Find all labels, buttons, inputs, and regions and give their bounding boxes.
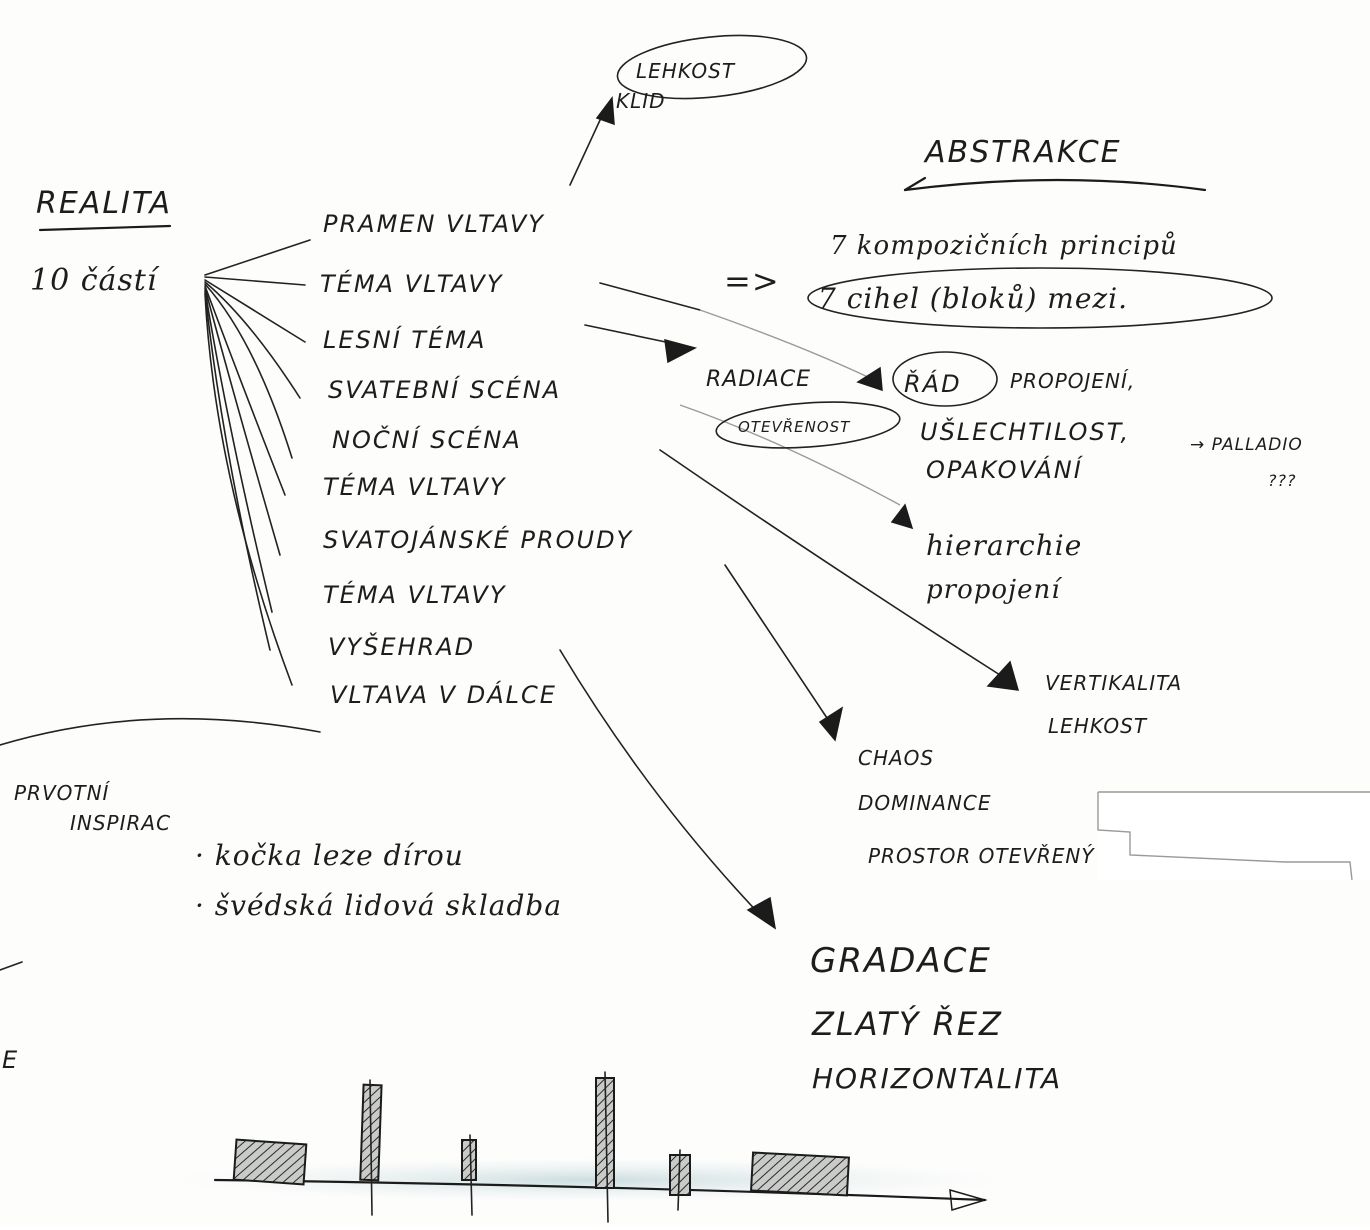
inspirace-item-2: · švédská lidová skladba bbox=[195, 889, 562, 922]
vertikalita-line-1: VERTIKALITA bbox=[1045, 671, 1182, 695]
gradace-arrowhead bbox=[746, 896, 777, 930]
bottom-sketch bbox=[170, 1071, 1010, 1223]
chaos-line-1: CHAOS bbox=[858, 746, 934, 770]
part-1: PRAMEN VLTAVY bbox=[323, 210, 545, 238]
otevrenost-label: OTEVŘENOST bbox=[738, 417, 851, 436]
abstrakce-title: ABSTRAKCE bbox=[923, 135, 1122, 170]
bubble-line-1: LEHKOST bbox=[636, 59, 736, 83]
abstrakce-line-1: 7 kompozičních principů bbox=[830, 231, 1178, 261]
palladio-question: ??? bbox=[1268, 471, 1296, 490]
inspirace-title-2: INSPIRAC bbox=[70, 811, 171, 835]
radiace-label: RADIACE bbox=[706, 367, 811, 392]
hierarchie-arrowhead bbox=[890, 503, 914, 530]
inspirace-title-1: PRVOTNÍ bbox=[14, 781, 111, 805]
radiace-group: RADIACE OTEVŘENOST bbox=[706, 367, 901, 449]
part-8: TÉMA VLTAVY bbox=[323, 580, 507, 609]
part-2: TÉMA VLTAVY bbox=[320, 269, 504, 298]
rad-arrowhead bbox=[856, 366, 883, 392]
part-7: SVATOJÁNSKÉ PROUDY bbox=[323, 525, 634, 554]
realita-title: REALITA bbox=[36, 186, 172, 221]
bubble-arrowhead bbox=[595, 95, 615, 126]
part-4: SVATEBNÍ SCÉNA bbox=[328, 375, 561, 404]
gradace-line-3: HORIZONTALITA bbox=[812, 1062, 1062, 1095]
palladio-label: → PALLADIO bbox=[1190, 435, 1303, 455]
inspirace-group: PRVOTNÍ INSPIRAC · kočka leze dírou · šv… bbox=[14, 781, 562, 922]
vertikalita-arrowhead bbox=[986, 660, 1020, 691]
hierarchie-line-2: propojení bbox=[926, 575, 1063, 605]
chaos-line-3: PROSTOR OTEVŘENÝ bbox=[868, 844, 1095, 868]
abstrakce-line-2: 7 cihel (bloků) mezi. bbox=[818, 282, 1128, 315]
vertikalita-line-2: LEHKOST bbox=[1048, 714, 1148, 738]
gradace-group: GRADACE ZLATÝ ŘEZ HORIZONTALITA bbox=[810, 941, 1062, 1095]
block-3 bbox=[461, 1139, 477, 1181]
part-10: VLTAVA V DÁLCE bbox=[330, 680, 557, 709]
part-3: LESNÍ TÉMA bbox=[323, 325, 486, 354]
lehkost-bubble: LEHKOST KLID bbox=[569, 34, 808, 186]
part-6: TÉMA VLTAVY bbox=[323, 472, 507, 501]
cihel-ellipse bbox=[807, 267, 1273, 329]
left-stub bbox=[0, 961, 23, 971]
chaos-arrowhead bbox=[818, 706, 844, 742]
opakovani-label: OPAKOVÁNÍ bbox=[926, 455, 1084, 484]
inspirace-item-1: · kočka leze dírou bbox=[195, 839, 464, 872]
gradace-line-1: GRADACE bbox=[810, 941, 992, 981]
hierarchie-line-1: hierarchie bbox=[926, 529, 1082, 562]
uslechtilost-label: UŠLECHTILOST, bbox=[920, 416, 1130, 446]
block-6 bbox=[750, 1151, 850, 1197]
realita-subtitle: 10 částí bbox=[30, 263, 160, 298]
realita-group: REALITA 10 částí bbox=[30, 186, 172, 298]
parts-list: PRAMEN VLTAVY TÉMA VLTAVY LESNÍ TÉMA SVA… bbox=[320, 210, 634, 709]
abstrakce-group: ABSTRAKCE => 7 kompozičních principů 7 c… bbox=[724, 135, 1273, 329]
chaos-line-2: DOMINANCE bbox=[858, 791, 992, 815]
gradace-line-2: ZLATÝ ŘEZ bbox=[811, 1005, 1003, 1043]
fan-lines bbox=[204, 239, 311, 686]
propojeni-label: PROPOJENÍ, bbox=[1010, 369, 1135, 393]
part-5: NOČNÍ SCÉNA bbox=[332, 424, 522, 454]
realita-underline bbox=[38, 224, 172, 232]
rad-label: ŘÁD bbox=[904, 369, 962, 398]
bubble-line-2: KLID bbox=[616, 89, 666, 113]
pasted-patch bbox=[1098, 792, 1370, 880]
vertikalita-group: VERTIKALITA LEHKOST bbox=[1045, 671, 1182, 738]
part-9: VYŠEHRAD bbox=[328, 631, 475, 661]
block-1 bbox=[232, 1138, 308, 1186]
rad-group: ŘÁD PROPOJENÍ, UŠLECHTILOST, OPAKOVÁNÍ →… bbox=[892, 351, 1303, 490]
margin-letter: E bbox=[2, 1046, 19, 1074]
abstrakce-underline bbox=[903, 178, 1207, 192]
left-arc bbox=[0, 717, 321, 746]
patch-edge-2 bbox=[1097, 792, 1353, 881]
chaos-group: CHAOS DOMINANCE PROSTOR OTEVŘENÝ bbox=[858, 746, 1095, 868]
implies-arrow: => bbox=[724, 262, 780, 300]
hierarchie-group: hierarchie propojení bbox=[926, 529, 1082, 605]
